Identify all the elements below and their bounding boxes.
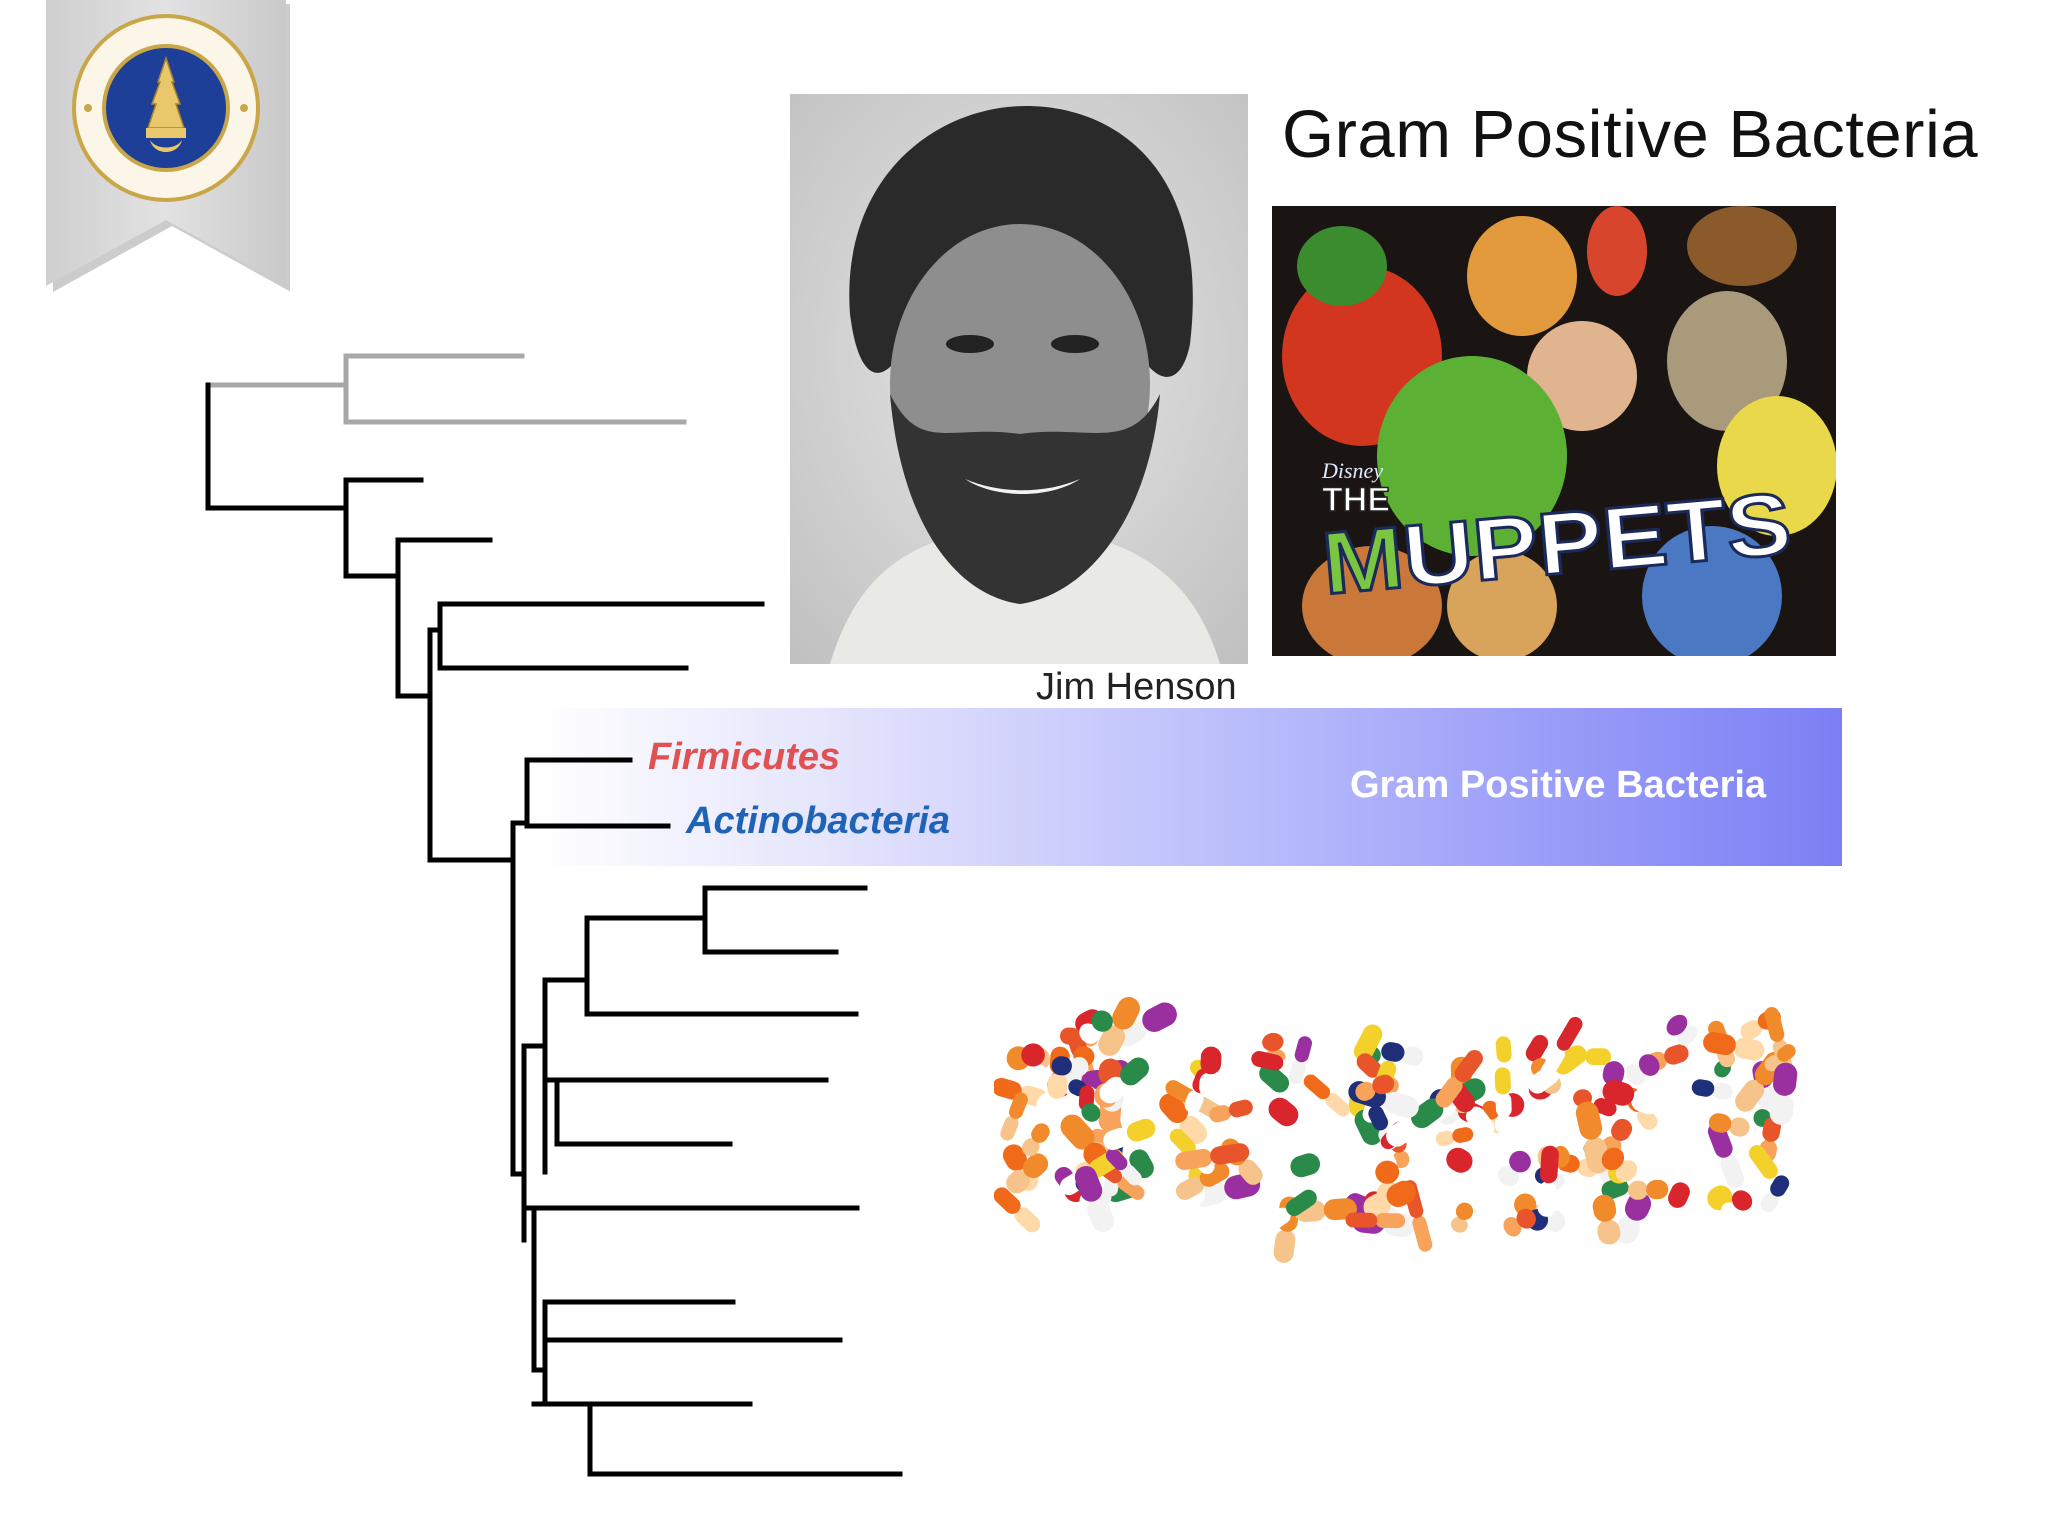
pill-capsule	[1498, 1150, 1531, 1187]
pill-capsule	[1051, 1056, 1089, 1077]
pill-capsule	[1103, 1118, 1156, 1151]
pill-capsule	[1708, 1113, 1750, 1137]
pill-capsule	[1537, 1145, 1559, 1217]
pill-capsule	[1450, 1202, 1474, 1233]
pill-capsule	[1021, 1043, 1049, 1086]
antibiotic-pills-photo	[994, 984, 1820, 1284]
pill-capsule	[1355, 1074, 1395, 1101]
pill-capsule	[1175, 1143, 1250, 1170]
pill-capsule	[1363, 1180, 1416, 1219]
pill-capsule	[1625, 1054, 1660, 1086]
clade-c-branch	[427, 601, 765, 863]
pill-capsule	[1627, 1179, 1669, 1200]
pill-capsule	[1446, 1147, 1493, 1185]
root-branch	[205, 382, 349, 511]
highlight-band	[534, 708, 1842, 866]
pill-capsule	[1209, 1099, 1253, 1123]
pill-capsule	[1105, 1148, 1142, 1186]
pill-capsule	[1098, 996, 1140, 1056]
clade-label-actinobacteria: Actinobacteria	[686, 800, 950, 842]
pill-capsule	[1259, 1064, 1312, 1113]
pill-capsule	[1769, 1062, 1798, 1125]
pill-capsule	[1435, 1127, 1474, 1147]
pill-capsule	[1593, 1098, 1635, 1124]
clade-a-branch	[343, 477, 424, 579]
jim-henson-photo	[790, 94, 1248, 664]
pill-capsule	[1006, 1153, 1049, 1194]
pill-capsule	[1721, 1190, 1753, 1222]
muppets-poster: Disney THE MUPPETS	[1272, 206, 1836, 656]
mahidol-university-seal-icon	[46, 0, 290, 292]
pill-capsule	[1703, 1032, 1765, 1061]
pill-capsule	[1602, 1079, 1661, 1115]
pill-capsule	[1592, 1194, 1621, 1245]
photo-caption: Jim Henson	[1036, 666, 1237, 708]
pill-capsule	[1079, 1010, 1113, 1044]
clade-b-branch	[395, 537, 493, 699]
pill-capsule	[1288, 1036, 1312, 1084]
clade-label-firmicutes: Firmicutes	[648, 736, 841, 778]
pill-capsule	[1074, 1165, 1115, 1233]
pill-capsule	[1022, 1123, 1050, 1157]
pill-capsule	[1345, 1212, 1406, 1229]
gram-positive-branch	[510, 757, 671, 1177]
pill-capsule	[1503, 1208, 1536, 1237]
pill-capsule	[1760, 1175, 1790, 1213]
pill-capsule	[1513, 1034, 1549, 1083]
pill-capsule	[1099, 1057, 1150, 1104]
pill-capsule	[1268, 1097, 1320, 1144]
pill-capsule	[1659, 1182, 1690, 1229]
pill-capsule	[1601, 1147, 1638, 1183]
band-label: Gram Positive Bacteria	[1350, 764, 1767, 806]
pill-capsule	[1303, 1074, 1350, 1117]
pill-capsule	[1614, 1191, 1652, 1244]
lower-branches	[510, 885, 903, 1477]
pill-capsule	[1000, 1092, 1028, 1141]
poster-brand: Disney	[1321, 458, 1383, 483]
pill-capsule	[1435, 1049, 1483, 1108]
poster-word-the: THE	[1322, 481, 1390, 519]
pill-capsule	[1585, 1048, 1634, 1066]
pill-capsule	[1265, 1153, 1321, 1185]
pill-capsule	[1494, 1067, 1512, 1118]
pill-capsule	[1199, 1046, 1222, 1098]
university-ribbon	[46, 0, 290, 296]
pill-capsule	[1381, 1042, 1424, 1066]
pill-capsule	[994, 1187, 1041, 1233]
pill-capsule	[1261, 1189, 1317, 1233]
pill-capsule	[1540, 1016, 1583, 1080]
pill-capsule	[1386, 1098, 1444, 1147]
pill-capsule	[1691, 1079, 1733, 1100]
outgroup-branch	[205, 353, 687, 425]
slide-title: Gram Positive Bacteria	[1282, 97, 1979, 172]
pill-capsule	[1666, 1014, 1698, 1046]
